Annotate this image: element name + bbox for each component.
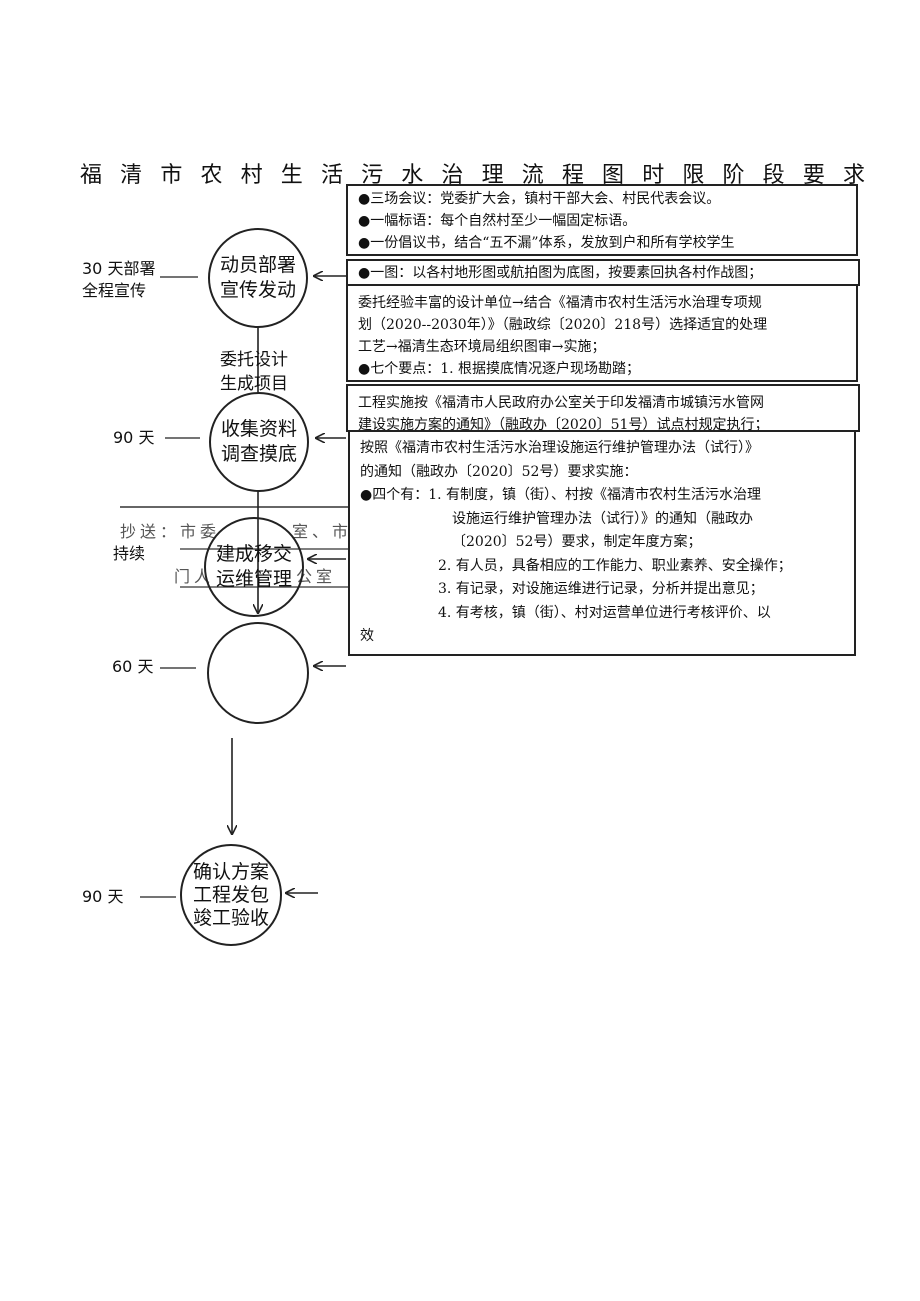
box5-cont2: 〔2020〕52号）要求，制定年度方案； [452,534,702,550]
step-operate-line1: 建成移交 [215,543,292,565]
title-char: 阶 [722,163,745,188]
step-survey-circle: 收集资料 调查摸底 [209,392,309,492]
box4-line2: 建设实施方案的通知》（融政办〔2020〕51号）试点村规定执行； [358,417,769,432]
box1-line1: ●三场会议：党委扩大会，镇村干部大会、村民代表会议。 [358,191,721,207]
requirement-box-operation: 按照《福清市农村生活污水治理设施运行维护管理办法（试行）》 的通知（融政办〔20… [348,430,856,656]
title-char: 时 [642,163,665,188]
box5-intro2: 的通知（融政办〔2020〕52号）要求实施： [360,463,638,480]
title-char: 市 [160,163,183,188]
time-label-step1-line2: 全程宣传 [82,281,147,300]
title-char: 村 [240,163,263,188]
title-char: 要 [802,163,825,188]
title-char: 活 [320,163,343,188]
box5-tail: 效 [360,628,374,644]
faded-cc-text-3: 门人 [174,567,215,586]
box5-intro1: 按照《福清市农村生活污水治理设施运行维护管理办法（试行）》 [360,440,759,456]
box4-line1: 工程实施按《福清市人民政府办公室关于印发福清市城镇污水管网 [358,395,764,411]
title-char: 清 [120,163,143,188]
title-char: 程 [561,163,584,188]
step-survey-line1: 收集资料 [220,418,297,440]
time-label-step2: 90 天 [113,428,155,447]
title-char: 福 [80,163,103,188]
box2-line1: ●一图：以各村地形图或航拍图为底图，按要素回执各村作战图； [358,265,763,281]
requirement-box-construction: 工程实施按《福清市人民政府办公室关于印发福清市城镇污水管网 建设实施方案的通知》… [346,384,860,432]
title-char: 求 [842,163,865,188]
box1-line3: ●一份倡议书，结合“五不漏”体系，发放到户和所有学校学生 [358,235,735,251]
step-operate-circle: 建成移交 运维管理 [204,517,304,617]
step-contract-circle: 确认方案 工程发包 竣工验收 [180,844,282,946]
title-char: 段 [762,163,785,188]
title-char: 流 [521,163,544,188]
connector-label-line1: 委托设计 [220,350,288,370]
box5-lead: ●四个有：1. 有制度，镇（街）、村按《福清市农村生活污水治理 [360,487,762,503]
title-char: 限 [682,163,705,188]
connector-label-line2: 生成项目 [220,374,288,394]
title-char: 污 [361,163,384,188]
title-char: 生 [280,163,303,188]
step-mobilize-line2: 宣传发动 [219,279,296,301]
box1-line2: ●一幅标语：每个自然村至少一幅固定标语。 [358,213,637,229]
box5-cont1: 设施运行维护管理办法（试行）》的通知（融政办 [452,510,753,527]
box3-line2: 划（2020--2030年）》（融政综〔2020〕218号）选择适宜的处理 [358,317,768,333]
requirement-box-mobilize: ●三场会议：党委扩大会，镇村干部大会、村民代表会议。 ●一幅标语：每个自然村至少… [346,184,858,256]
title-char: 农 [200,163,223,188]
step-mobilize-line1: 动员部署 [219,254,296,276]
title-char: 水 [401,163,424,188]
time-label-step5: 90 天 [82,887,124,906]
box3-line1: 委托经验丰富的设计单位→结合《福清市农村生活污水治理专项规 [358,295,762,311]
requirement-box-map: ●一图：以各村地形图或航拍图为底图，按要素回执各村作战图； [346,259,860,286]
box5-item2: 2. 有人员，具备相应的工作能力、职业素养、安全操作； [438,557,792,574]
time-label-step3: 持续 [113,544,146,563]
step-operate-line2: 运维管理 [215,568,292,590]
box3-line3: 工艺→福清生态环境局组织图审→实施； [358,339,606,355]
faded-cc-text-4: 公室 [296,567,337,586]
box5-item3: 3. 有记录，对设施运维进行记录，分析并提出意见； [438,581,764,597]
time-label-step1: 30 天部署 全程宣传 [82,258,155,302]
step-contract-line1: 确认方案 [192,860,269,883]
time-label-step1-line1: 30 天部署 [82,259,156,278]
requirement-box-design: 委托经验丰富的设计单位→结合《福清市农村生活污水治理专项规 划（2020--20… [346,284,858,382]
title-char: 图 [602,163,625,188]
step-survey-line2: 调查摸底 [220,443,297,465]
step-contract-line2: 工程发包 [192,883,269,906]
time-label-step4: 60 天 [112,657,154,676]
box3-line4: ●七个要点：1. 根据摸底情况逐户现场勘踏； [358,361,641,377]
title-char: 治 [441,163,464,188]
connector-label: 委托设计 生成项目 [220,348,288,396]
title-char: 理 [481,163,504,188]
box5-item4: 4. 有考核，镇（街）、村对运营单位进行考核评价、以 [438,604,771,621]
step-mobilize-circle: 动员部署 宣传发动 [208,228,308,328]
step-empty-circle [207,622,309,724]
faded-cc-text-1: 抄送：市委 [120,522,221,541]
page-title: 福清市农村生活污水治理流程图时限阶段要求 [80,155,865,191]
step-contract-line3: 竣工验收 [192,906,269,929]
